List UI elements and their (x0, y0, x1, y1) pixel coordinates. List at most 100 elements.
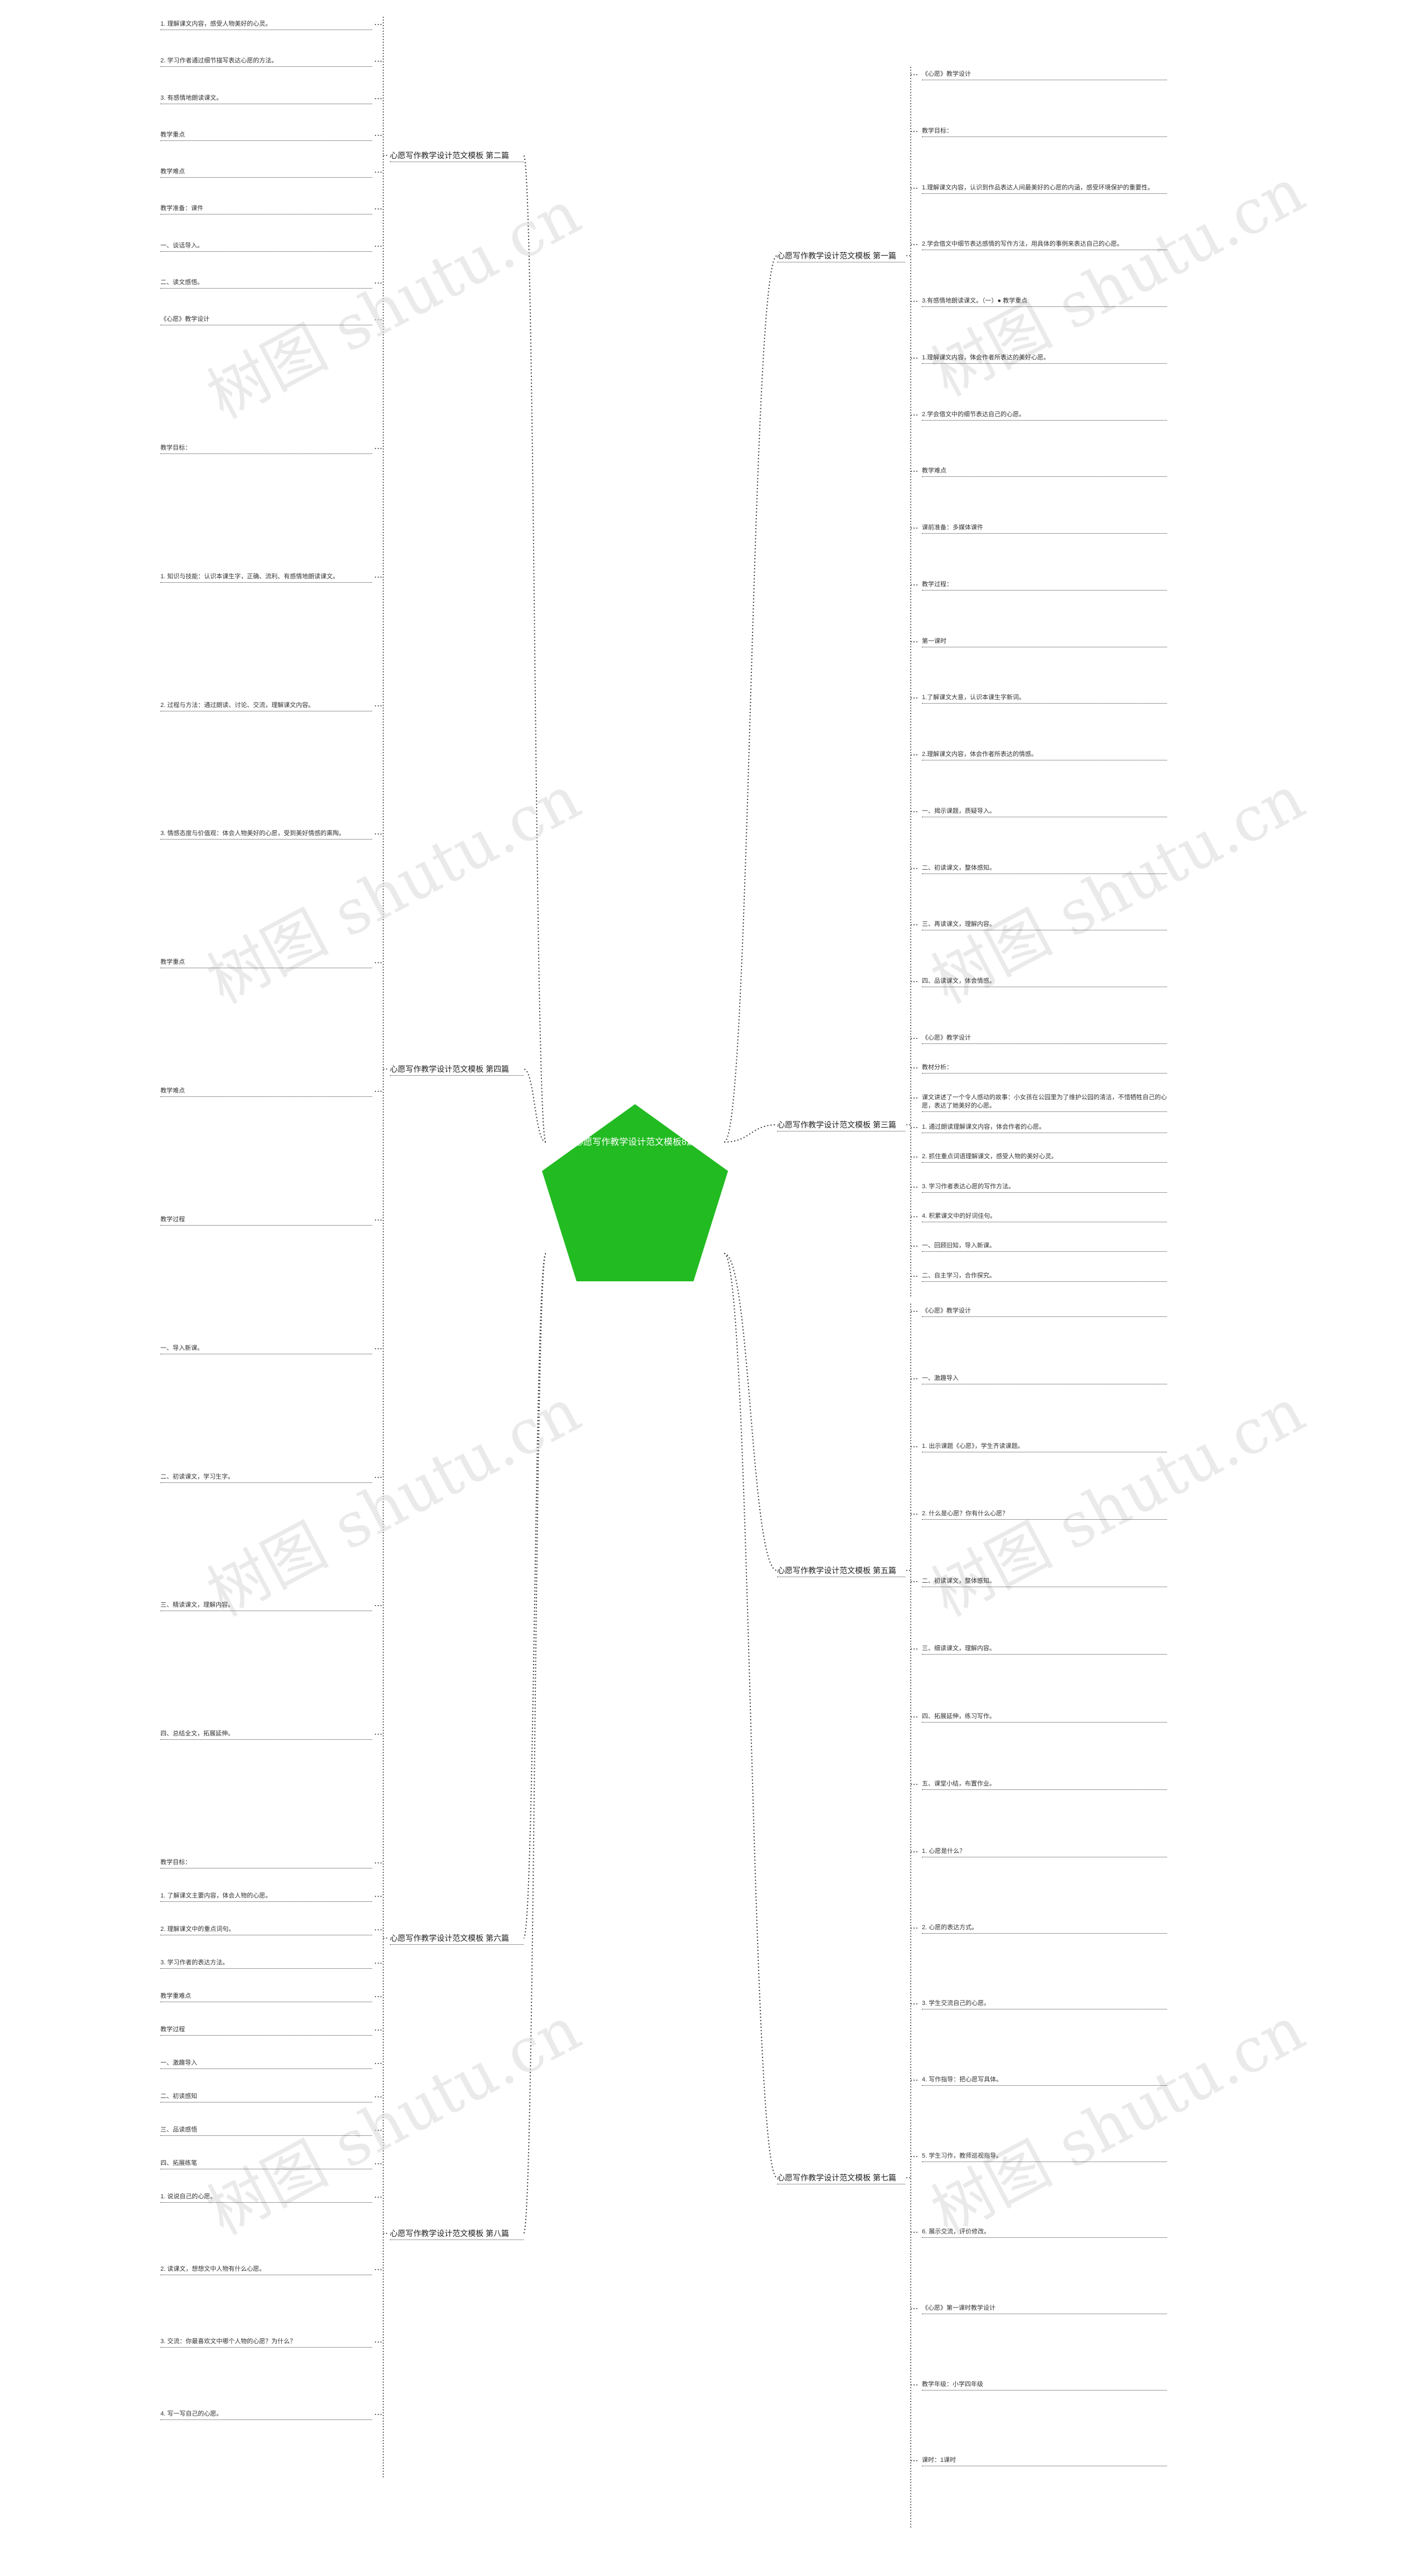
left-2-node[interactable]: 2. 过程与方法：通过朗读、讨论、交流，理解课文内容。 (160, 701, 372, 711)
branch-left-3[interactable]: 心愿写作教学设计范文模板 第六篇 (390, 1933, 524, 1945)
left-3-node[interactable]: 四、拓展练笔 (160, 2159, 372, 2169)
right-3-node[interactable]: 2. 什么是心愿？你有什么心愿？ (922, 1510, 1167, 1520)
right-4-node[interactable]: 6. 展示交流，评价修改。 (922, 2228, 1167, 2238)
right-2-node[interactable]: 课文讲述了一个令人感动的故事：小女孩在公园里为了维护公园的清洁，不惜牺牲自己的心… (922, 1094, 1167, 1112)
left-2-node[interactable]: 《心愿》教学设计 (160, 315, 372, 325)
right-4-node[interactable]: 课时：1课时 (922, 2456, 1167, 2466)
underline (160, 1225, 372, 1226)
left-3-node[interactable]: 一、激趣导入 (160, 2059, 372, 2069)
underline (922, 533, 1167, 534)
left-3-node-label: 教学目标： (160, 1859, 191, 1866)
left-2-node[interactable]: 教学难点 (160, 1087, 372, 1097)
left-3-node-label: 1. 了解课文主要内容，体会人物的心愿。 (160, 1892, 272, 1899)
left-3-node[interactable]: 2. 理解课文中的重点词句。 (160, 1925, 372, 1935)
branch-right-1[interactable]: 心愿写作教学设计范文模板 第一篇 (777, 251, 905, 262)
right-2-node[interactable]: 1. 通过朗读理解课文内容，体会作者的心愿。 (922, 1123, 1167, 1133)
right-4-node[interactable]: 5. 学生习作，教师巡视指导。 (922, 2152, 1167, 2162)
underline (160, 2347, 372, 2348)
underline (160, 1482, 372, 1483)
right-2-node[interactable]: 2. 抓住重点词语理解课文，感受人物的美好心灵。 (922, 1153, 1167, 1163)
left-4-node[interactable]: 2. 读课文，想想文中人物有什么心愿。 (160, 2265, 372, 2275)
left-2-node[interactable]: 教学过程 (160, 1216, 372, 1226)
right-2-node[interactable]: 教材分析： (922, 1063, 1167, 1074)
right-3-node[interactable]: 1. 出示课题《心愿》，学生齐读课题。 (922, 1442, 1167, 1452)
right-3-node[interactable]: 五、课堂小结，布置作业。 (922, 1780, 1167, 1790)
left-2-node[interactable]: 二、初读课文，学习生字。 (160, 1473, 372, 1483)
right-2-node[interactable]: 3. 学习作者表达心愿的写作方法。 (922, 1183, 1167, 1193)
left-4-node[interactable]: 4. 写一写自己的心愿。 (160, 2410, 372, 2420)
right-2-node[interactable]: 4. 积累课文中的好词佳句。 (922, 1212, 1167, 1222)
right-1-node[interactable]: 三、再读课文，理解内容。 (922, 920, 1167, 930)
left-2-node[interactable]: 教学目标： (160, 444, 372, 454)
right-3-node[interactable]: 一、激趣导入 (922, 1374, 1167, 1384)
right-3-node[interactable]: 四、拓展延伸，练习写作。 (922, 1713, 1167, 1723)
right-3-node[interactable]: 二、初读课文，整体感知。 (922, 1577, 1167, 1587)
branch-right-2[interactable]: 心愿写作教学设计范文模板 第三篇 (777, 1120, 905, 1131)
right-1-node[interactable]: 1.了解课文大意，认识本课生字新词。 (922, 694, 1167, 704)
right-1-node[interactable]: 1.理解课文内容，体会作者所表达的美好心愿。 (922, 354, 1167, 364)
left-2-node[interactable]: 四、总结全文，拓展延伸。 (160, 1730, 372, 1740)
left-3-node[interactable]: 二、初读感知 (160, 2092, 372, 2102)
branch-left-1[interactable]: 心愿写作教学设计范文模板 第二篇 (390, 150, 524, 162)
right-4-node[interactable]: 2. 心愿的表达方式。 (922, 1924, 1167, 1934)
right-3-node[interactable]: 三、细读课文，理解内容。 (922, 1645, 1167, 1655)
branch-right-4-label: 心愿写作教学设计范文模板 第七篇 (777, 2173, 896, 2182)
right-2-node[interactable]: 一、回顾旧知，导入新课。 (922, 1242, 1167, 1252)
left-3-node[interactable]: 1. 了解课文主要内容，体会人物的心愿。 (160, 1892, 372, 1902)
right-1-node[interactable]: 四、品读课文，体会情感。 (922, 977, 1167, 987)
left-1-node[interactable]: 教学准备：课件 (160, 204, 372, 214)
left-3-node[interactable]: 教学重难点 (160, 1992, 372, 2002)
right-2-node[interactable]: 《心愿》教学设计 (922, 1034, 1167, 1044)
left-3-node[interactable]: 3. 学习作者的表达方法。 (160, 1959, 372, 1969)
left-1-node[interactable]: 二、读文感悟。 (160, 279, 372, 289)
left-2-node[interactable]: 3. 情感态度与价值观：体会人物美好的心愿，受到美好情感的熏陶。 (160, 830, 372, 840)
underline (160, 582, 372, 583)
left-2-node[interactable]: 教学重点 (160, 958, 372, 968)
branch-left-4[interactable]: 心愿写作教学设计范文模板 第八篇 (390, 2228, 524, 2240)
left-2-node[interactable]: 一、导入新课。 (160, 1344, 372, 1354)
connector-line (724, 255, 778, 1143)
left-1-node[interactable]: 教学难点 (160, 168, 372, 178)
right-1-node[interactable]: 第一课时 (922, 637, 1167, 647)
right-4-node[interactable]: 教学年级：小学四年级 (922, 2380, 1167, 2390)
underline (922, 1933, 1167, 1934)
left-3-node-label: 教学过程 (160, 2026, 185, 2033)
right-1-node[interactable]: 教学过程： (922, 580, 1167, 591)
left-1-node[interactable]: 2. 学习作者通过细节描写表达心愿的方法。 (160, 57, 372, 67)
right-1-node[interactable]: 教学难点 (922, 467, 1167, 477)
branch-right-3-label: 心愿写作教学设计范文模板 第五篇 (777, 1566, 896, 1575)
right-1-node[interactable]: 1.理解课文内容，认识到作品表达人间最美好的心愿的内涵，感受环境保护的重要性。 (922, 184, 1167, 194)
right-1-node[interactable]: 2.理解课文内容，体会作者所表达的情感。 (922, 750, 1167, 760)
right-4-node[interactable]: 《心愿》第一课时教学设计 (922, 2304, 1167, 2314)
left-3-node[interactable]: 教学目标： (160, 1858, 372, 1868)
left-1-node[interactable]: 教学重点 (160, 131, 372, 141)
right-1-node[interactable]: 2.学会借文中的细节表达自己的心愿。 (922, 411, 1167, 421)
branch-right-3[interactable]: 心愿写作教学设计范文模板 第五篇 (777, 1565, 905, 1577)
center-pentagon[interactable] (542, 1104, 728, 1281)
right-1-node[interactable]: 一、揭示课题，质疑导入。 (922, 807, 1167, 817)
left-2-node[interactable]: 三、精读课文，理解内容。 (160, 1601, 372, 1611)
left-3-node[interactable]: 教学过程 (160, 2026, 372, 2036)
center-title[interactable]: 心愿写作教学设计范文模板8篇 (574, 1138, 696, 1147)
right-1-node[interactable]: 课前准备：多媒体课件 (922, 524, 1167, 534)
right-4-node[interactable]: 4. 写作指导：把心愿写具体。 (922, 2076, 1167, 2086)
left-2-node[interactable]: 1. 知识与技能：认识本课生字，正确、流利、有感情地朗读课文。 (160, 573, 372, 583)
left-3-node[interactable]: 三、品读感悟 (160, 2126, 372, 2136)
left-1-node[interactable]: 3. 有感情地朗读课文。 (160, 94, 372, 104)
left-1-node[interactable]: 一、谈话导入。 (160, 242, 372, 252)
right-1-node[interactable]: 教学目标： (922, 127, 1167, 137)
right-1-node[interactable]: 《心愿》教学设计 (922, 70, 1167, 80)
left-4-node[interactable]: 3. 交流：你最喜欢文中哪个人物的心愿？为什么？ (160, 2338, 372, 2348)
right-1-node[interactable]: 二、初读课文，整体感知。 (922, 864, 1167, 874)
branch-right-4[interactable]: 心愿写作教学设计范文模板 第七篇 (777, 2173, 905, 2184)
right-3-node[interactable]: 《心愿》教学设计 (922, 1307, 1167, 1317)
right-1-node[interactable]: 2.学会借文中细节表达感情的写作方法，用具体的事例来表达自己的心愿。 (922, 240, 1167, 250)
branch-left-2[interactable]: 心愿写作教学设计范文模板 第四篇 (390, 1064, 524, 1076)
right-4-node[interactable]: 3. 学生交流自己的心愿。 (922, 1999, 1167, 2009)
right-1-node[interactable]: 3.有感情地朗读课文。（一）● 教学重点 (922, 297, 1167, 307)
left-1-node[interactable]: 1. 理解课文内容，感受人物美好的心灵。 (160, 20, 372, 30)
right-2-node[interactable]: 二、自主学习，合作探究。 (922, 1272, 1167, 1282)
left-4-node[interactable]: 1. 说说自己的心愿。 (160, 2193, 372, 2203)
right-4-node[interactable]: 1. 心愿是什么？ (922, 1847, 1167, 1857)
